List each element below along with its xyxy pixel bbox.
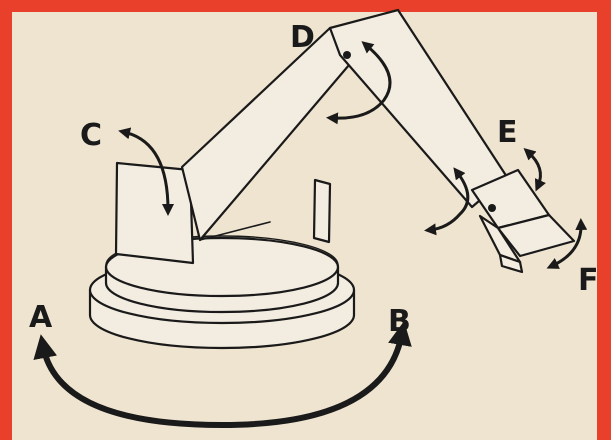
rear-support (314, 180, 330, 242)
label-c: C (80, 118, 102, 153)
label-b: B (388, 304, 411, 339)
label-f: F (578, 263, 599, 298)
label-e: E (497, 115, 518, 150)
label-a: A (29, 300, 53, 335)
shoulder-plate (116, 163, 193, 263)
label-d: D (290, 20, 315, 55)
